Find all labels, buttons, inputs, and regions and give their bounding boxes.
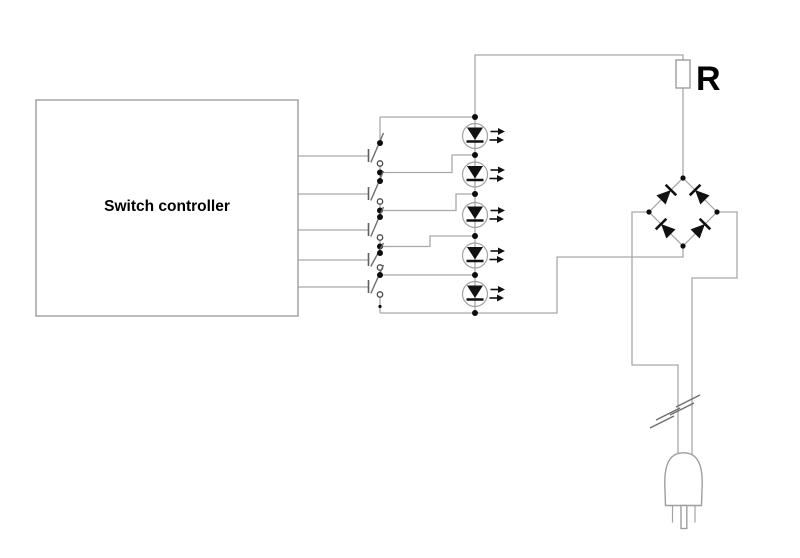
led-5 [461, 280, 505, 308]
light-arrow-head-icon [497, 215, 504, 223]
led-3-body [461, 201, 489, 229]
resistor: R [675, 59, 721, 98]
led-1 [461, 122, 505, 150]
led-1-body [461, 122, 489, 150]
diode-cathode-bar [698, 217, 712, 231]
light-arrow-head-icon [498, 286, 505, 293]
light-arrow-head-icon [497, 294, 504, 302]
led-2 [461, 161, 505, 188]
led-4 [461, 242, 505, 269]
cable-break-slash-1 [655, 394, 701, 421]
mains-plug [664, 452, 703, 530]
junction-dot [472, 191, 478, 197]
light-arrow-head-icon [497, 256, 504, 263]
diode-triangle [695, 190, 710, 205]
led-3-light-arrows [489, 207, 505, 223]
junction-dot [472, 152, 478, 158]
switch-1-lever [370, 132, 385, 163]
wire-bottom-return [380, 246, 684, 314]
switch-2-upper-contact-dot [377, 178, 383, 184]
switch-2 [367, 170, 385, 214]
switch-3-lever [370, 206, 385, 237]
led-3 [461, 201, 505, 229]
led-4-body [461, 242, 489, 269]
bridge-node-right [714, 209, 720, 215]
led-5-light-arrows [489, 286, 505, 302]
light-arrow-head-icon [498, 166, 505, 174]
bridge-diode-lower-left [654, 217, 676, 239]
diode-cathode-bar [654, 217, 668, 231]
led-4-light-arrows [489, 247, 505, 263]
plug-prong-middle [680, 504, 688, 530]
switch-2-lever [370, 170, 385, 201]
switch-3-upper-contact-dot [377, 214, 383, 220]
wire-tap-2 [380, 193, 475, 212]
led-2-diode-triangle [467, 166, 483, 179]
diode-triangle [661, 224, 676, 239]
bridge-diode-upper-left [656, 183, 678, 205]
switch-4-lever [370, 242, 385, 267]
switch-2-open-contact [376, 198, 384, 205]
led-3-diode-triangle [467, 206, 483, 219]
led-5-diode-triangle [467, 285, 483, 298]
cable-break [649, 394, 701, 429]
light-arrow-head-icon [498, 207, 505, 214]
switch-1 [367, 132, 385, 176]
light-arrow-head-icon [497, 175, 504, 182]
switch-5-lever [370, 264, 385, 294]
bridge-diamond [648, 177, 718, 247]
diode-cathode-bar [688, 183, 702, 197]
switch-5-stub-dot [378, 304, 382, 309]
bridge-diode-lower-right [690, 217, 712, 239]
light-arrow-head-icon [498, 247, 505, 255]
junction-dot [472, 233, 478, 239]
switch-3-open-contact [376, 234, 384, 241]
light-arrow-head-icon [498, 128, 505, 135]
switch-4-upper-contact-dot [377, 250, 383, 256]
led-2-body [461, 161, 489, 188]
junction-dot [472, 114, 478, 120]
cable-break-slash-2 [649, 402, 695, 429]
switch-controller: Switch controller [35, 99, 299, 317]
wire-bridge-right-to-plug [691, 211, 738, 456]
switch-controller-box [35, 99, 299, 317]
switch-5-upper-contact-dot [377, 272, 383, 278]
resistor-body [675, 59, 691, 89]
wire-bridge-left-to-plug [631, 211, 679, 456]
wires [298, 54, 738, 456]
bridge-diode-upper-right [688, 183, 710, 205]
light-arrow-head-icon [497, 136, 504, 144]
bridge-node-left [646, 209, 652, 215]
plug-body [664, 452, 703, 507]
junction-dot [472, 272, 478, 278]
junction-dot [472, 310, 478, 316]
wire-tap-3 [380, 235, 475, 248]
switch-3 [367, 206, 385, 250]
switch-5-open-contact [376, 291, 384, 298]
switch-4 [367, 242, 385, 271]
resistor-label: R [696, 60, 721, 98]
bridge-rectifier [646, 175, 720, 249]
switch-1-open-contact [376, 160, 384, 167]
switch-5 [367, 264, 385, 309]
led-1-diode-triangle [467, 127, 483, 140]
bridge-node-top [680, 175, 686, 181]
diode-cathode-bar [664, 183, 678, 197]
led-junction-dots [472, 114, 478, 316]
switch-controller-label: Switch controller [104, 198, 230, 215]
wire-tap-1 [380, 154, 475, 174]
bridge-node-bottom [680, 243, 686, 249]
led-4-diode-triangle [467, 247, 483, 260]
switch-1-upper-contact-dot [377, 140, 383, 146]
wire-top-to-resistor [474, 54, 684, 117]
led-5-body [461, 280, 489, 308]
diode-triangle [656, 190, 671, 205]
led-2-light-arrows [489, 166, 505, 182]
diode-triangle [690, 224, 705, 239]
led-1-light-arrows [489, 128, 505, 144]
